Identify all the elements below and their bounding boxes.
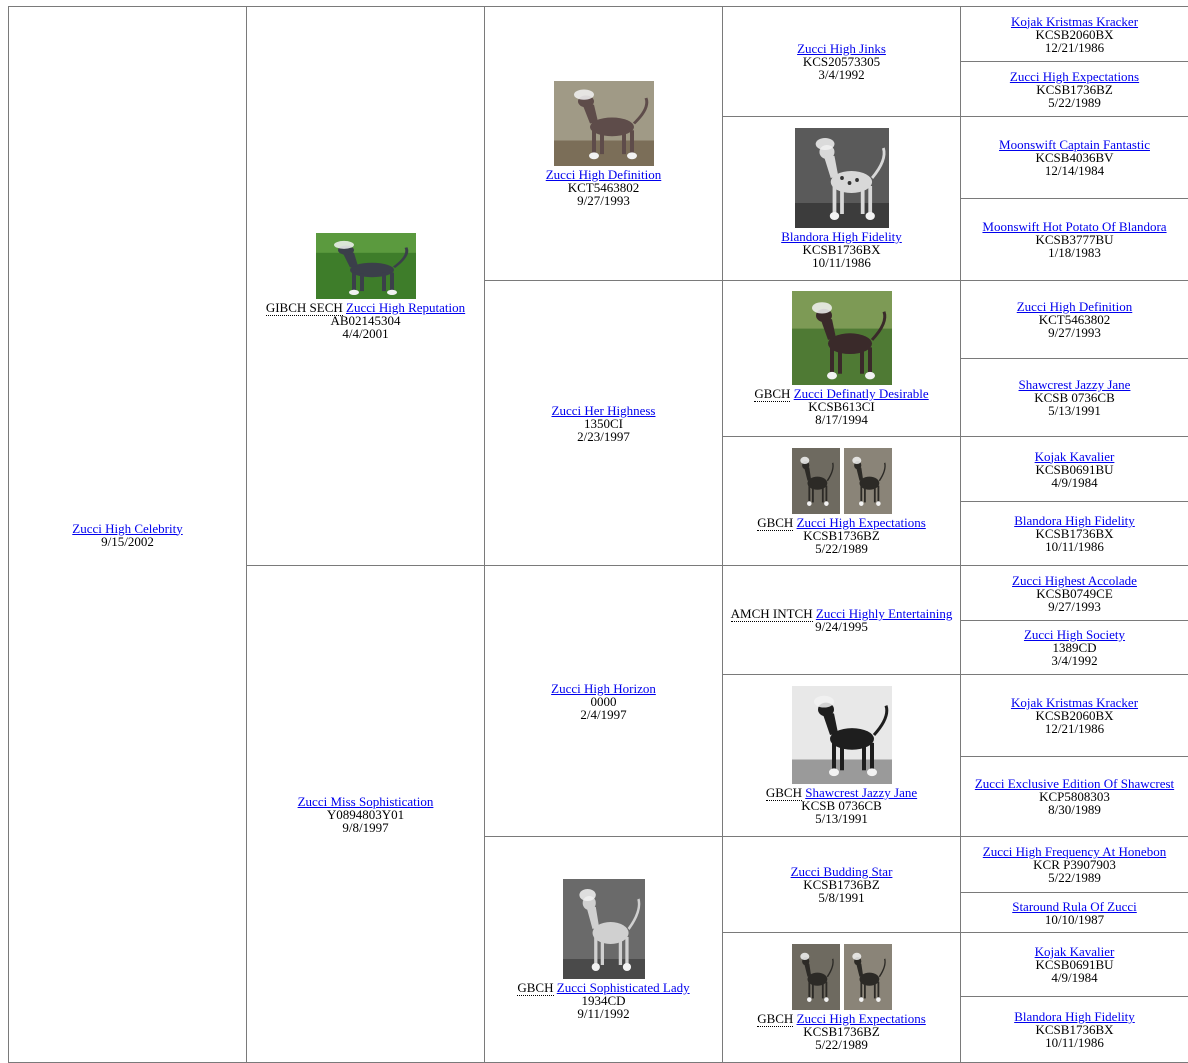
gen4-cell: Blandora High Fidelity KCSB1736BX 10/11/… (723, 117, 961, 281)
gen5-cell: Zucci High Frequency At Honebon KCR P390… (961, 837, 1188, 893)
gen5-cell: Kojak Kristmas Kracker KCSB2060BX 12/21/… (961, 675, 1188, 757)
grass-dog-photo[interactable] (249, 233, 482, 299)
birth-date: 3/4/1992 (725, 68, 958, 81)
title-abbr: AMCH INTCH (731, 606, 813, 622)
birth-date: 3/4/1992 (963, 654, 1186, 667)
birth-date: 8/17/1994 (725, 413, 958, 426)
gen4-cell: GBCH Zucci Definatly Desirable KCSB613CI… (723, 281, 961, 437)
title-abbr: GBCH (757, 1011, 793, 1027)
birth-date: 10/11/1986 (963, 540, 1186, 553)
dog-name-link[interactable]: Zucci Highest Accolade (963, 574, 1186, 587)
color-dog-photo[interactable] (487, 81, 720, 166)
registration-number: KCT5463802 (487, 181, 720, 194)
birth-date: 5/13/1991 (963, 404, 1186, 417)
dog-name-link[interactable]: Zucci High Expectations (963, 70, 1186, 83)
birth-date: 8/30/1989 (963, 803, 1186, 816)
bw-dog-photo[interactable] (487, 879, 720, 979)
gen5-cell: Staround Rula Of Zucci 10/10/1987 (961, 893, 1188, 933)
registration-number: KCSB0691BU (963, 463, 1186, 476)
birth-date: 4/9/1984 (963, 971, 1186, 984)
birth-date: 2/23/1997 (487, 430, 720, 443)
gen5-cell: Blandora High Fidelity KCSB1736BX 10/11/… (961, 997, 1188, 1063)
dog-name-link[interactable]: Zucci Her Highness (487, 404, 720, 417)
gen5-cell: Shawcrest Jazzy Jane KCSB 0736CB 5/13/19… (961, 359, 1188, 437)
gen5-cell: Zucci Highest Accolade KCSB0749CE 9/27/1… (961, 566, 1188, 621)
two-dog-photo[interactable] (725, 944, 958, 1010)
birth-date: 5/22/1989 (725, 1038, 958, 1051)
gen5-cell: Moonswift Captain Fantastic KCSB4036BV 1… (961, 117, 1188, 199)
dog-name-link[interactable]: Zucci High Definition (487, 168, 720, 181)
gen4-cell: AMCH INTCH Zucci Highly Entertaining 9/2… (723, 566, 961, 675)
birth-date: 4/4/2001 (249, 327, 482, 340)
pedigree-table: Zucci High Celebrity 9/15/2002 GIBCH SEC… (8, 6, 1188, 1063)
two-dog-photo[interactable] (725, 448, 958, 514)
title-abbr: GBCH (766, 785, 802, 801)
dog-name-link[interactable]: Zucci Miss Sophistication (249, 795, 482, 808)
registration-number: 1350CI (487, 417, 720, 430)
birth-date: 5/13/1991 (725, 812, 958, 825)
registration-number: KCSB2060BX (963, 28, 1186, 41)
gen5-cell: Kojak Kristmas Kracker KCSB2060BX 12/21/… (961, 7, 1188, 62)
dog-name-link[interactable]: Kojak Kristmas Kracker (963, 15, 1186, 28)
gen5-cell: Zucci High Expectations KCSB1736BZ 5/22/… (961, 62, 1188, 117)
gen3-cell: Zucci High Horizon 0000 2/4/1997 (485, 566, 723, 837)
birth-date: 9/15/2002 (11, 535, 244, 548)
birth-date: 9/8/1997 (249, 821, 482, 834)
bw-spotted-dog-photo[interactable] (725, 128, 958, 228)
dog-name-link[interactable]: Staround Rula Of Zucci (963, 900, 1186, 913)
gen5-cell: Zucci Exclusive Edition Of Shawcrest KCP… (961, 757, 1188, 837)
color-dog-photo[interactable] (725, 291, 958, 385)
gen4-cell: GBCH Zucci High Expectations KCSB1736BZ … (723, 933, 961, 1063)
birth-date: 5/8/1991 (725, 891, 958, 904)
gen4-cell: Zucci Budding Star KCSB1736BZ 5/8/1991 (723, 837, 961, 933)
birth-date: 2/4/1997 (487, 708, 720, 721)
registration-number: 0000 (487, 695, 720, 708)
gen3-cell: GBCH Zucci Sophisticated Lady 1934CD 9/1… (485, 837, 723, 1063)
dog-name-link[interactable]: Zucci High Celebrity (11, 522, 244, 535)
birth-date: 12/21/1986 (963, 722, 1186, 735)
birth-date: 12/14/1984 (963, 164, 1186, 177)
birth-date: 9/27/1993 (487, 194, 720, 207)
gen5-cell: Zucci High Society 1389CD 3/4/1992 (961, 621, 1188, 675)
birth-date: 9/27/1993 (963, 600, 1186, 613)
birth-date: 10/10/1987 (963, 913, 1186, 926)
dog-name-link[interactable]: Kojak Kavalier (963, 450, 1186, 463)
gen2-cell: GIBCH SECH Zucci High Reputation AB02145… (247, 7, 485, 566)
birth-date: 12/21/1986 (963, 41, 1186, 54)
gen3-cell: Zucci Her Highness 1350CI 2/23/1997 (485, 281, 723, 566)
gen3-cell: Zucci High Definition KCT5463802 9/27/19… (485, 7, 723, 281)
gen4-cell: GBCH Zucci High Expectations KCSB1736BZ … (723, 437, 961, 566)
gen5-cell: Blandora High Fidelity KCSB1736BX 10/11/… (961, 502, 1188, 566)
gen4-cell: GBCH Shawcrest Jazzy Jane KCSB 0736CB 5/… (723, 675, 961, 837)
gen2-cell: Zucci Miss Sophistication Y0894803Y01 9/… (247, 566, 485, 1063)
birth-date: 5/22/1989 (725, 542, 958, 555)
title-abbr: GBCH (754, 386, 790, 402)
birth-date: 1/18/1983 (963, 246, 1186, 259)
title-abbr: GBCH (517, 980, 553, 996)
gen4-cell: Zucci High Jinks KCS20573305 3/4/1992 (723, 7, 961, 117)
birth-date: 5/22/1989 (963, 96, 1186, 109)
birth-date: 9/11/1992 (487, 1007, 720, 1020)
birth-date: 10/11/1986 (963, 1036, 1186, 1049)
gen5-cell: Moonswift Hot Potato Of Blandora KCSB377… (961, 199, 1188, 281)
gen5-cell: Zucci High Definition KCT5463802 9/27/19… (961, 281, 1188, 359)
birth-date: 10/11/1986 (725, 256, 958, 269)
gen5-cell: Kojak Kavalier KCSB0691BU 4/9/1984 (961, 933, 1188, 997)
birth-date: 5/22/1989 (963, 871, 1186, 884)
registration-number: KCSB1736BZ (963, 83, 1186, 96)
birth-date: 9/27/1993 (963, 326, 1186, 339)
dog-name-link[interactable]: Zucci High Horizon (487, 682, 720, 695)
title-abbr: GBCH (757, 515, 793, 531)
gen1-cell: Zucci High Celebrity 9/15/2002 (9, 7, 247, 1063)
registration-number: KCSB0749CE (963, 587, 1186, 600)
birth-date: 4/9/1984 (963, 476, 1186, 489)
registration-number: Y0894803Y01 (249, 808, 482, 821)
bw-dog-photo[interactable] (725, 686, 958, 784)
gen5-cell: Kojak Kavalier KCSB0691BU 4/9/1984 (961, 437, 1188, 502)
